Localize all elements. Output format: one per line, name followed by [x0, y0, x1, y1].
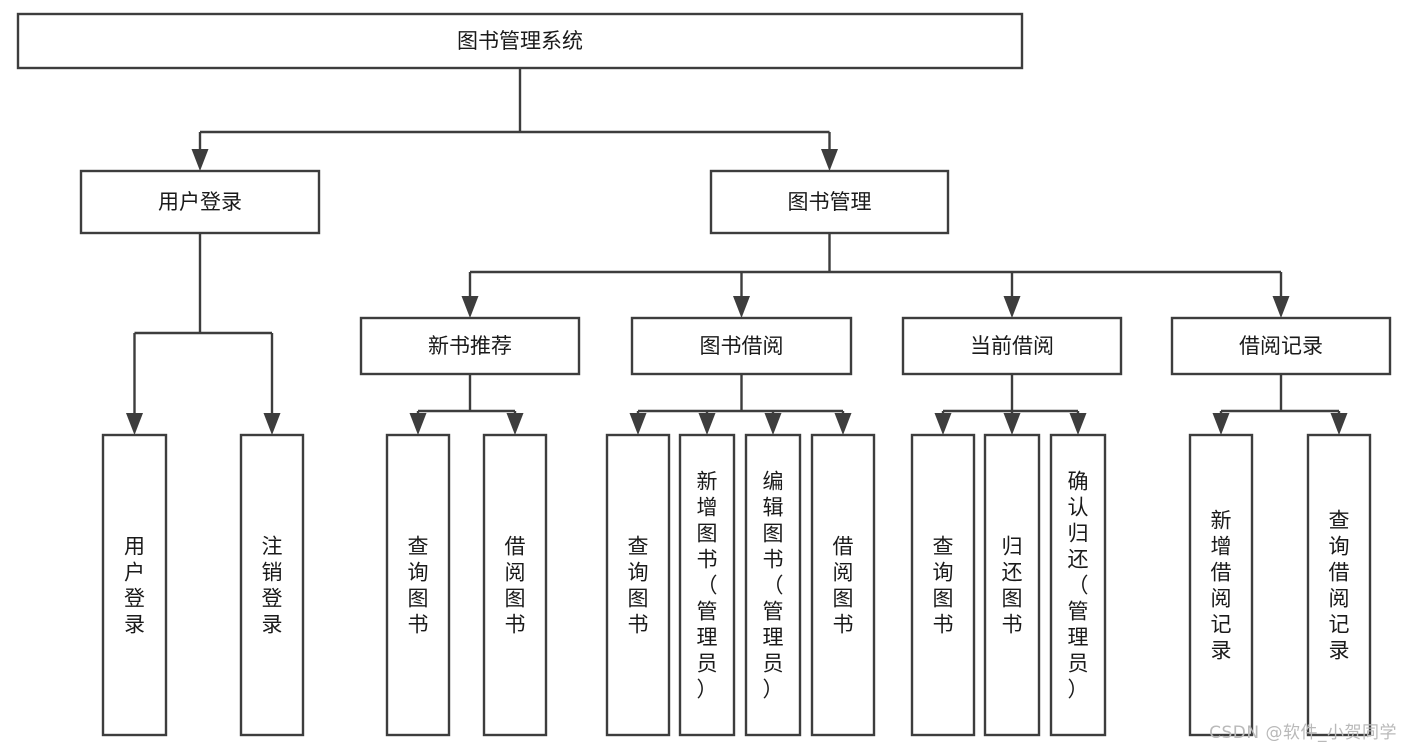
- leaf-node-1-label: 注销登录: [262, 534, 283, 636]
- user-login-branch-1-arrowhead: [263, 413, 281, 435]
- book-mgmt-branch-3-arrowhead: [1272, 296, 1290, 318]
- leaf-node-6[interactable]: 编辑图书（管理员）: [744, 433, 802, 737]
- leaf-node-4-box: [605, 433, 671, 737]
- l3-1-branch-1-arrowhead: [698, 413, 716, 435]
- leaf-node-11-box: [1188, 433, 1254, 737]
- leaf-node-6-label: 编辑图书（管理员）: [763, 469, 784, 701]
- root-branch-1-arrowhead: [821, 149, 838, 171]
- level3-node-1-label: 图书借阅: [700, 334, 784, 358]
- l3-1-branch-3-arrowhead: [834, 413, 852, 435]
- leaf-node-9-label: 归还图书: [1002, 534, 1023, 636]
- leaf-node-12-label: 查询借阅记录: [1329, 508, 1350, 662]
- leaf-node-7[interactable]: 借阅图书: [810, 433, 876, 737]
- leaf-node-3-label: 借阅图书: [505, 534, 526, 636]
- leaf-node-9-box: [983, 433, 1041, 737]
- leaf-node-12-box: [1306, 433, 1372, 737]
- leaf-node-7-label: 借阅图书: [833, 534, 854, 636]
- leaf-node-10[interactable]: 确认归还（管理员）: [1049, 433, 1107, 737]
- l3-0-branch-1-arrowhead: [506, 413, 524, 435]
- l3-0-branch-0-arrowhead: [409, 413, 427, 435]
- leaf-node-11[interactable]: 新增借阅记录: [1188, 433, 1254, 737]
- leaf-node-3-box: [482, 433, 548, 737]
- level2-node-0-box: [79, 169, 321, 235]
- leaf-node-6-box: [744, 433, 802, 737]
- connectors-layer: [126, 68, 1348, 435]
- leaf-node-0[interactable]: 用户登录: [101, 433, 168, 737]
- leaf-node-2[interactable]: 查询图书: [385, 433, 451, 737]
- leaf-node-7-box: [810, 433, 876, 737]
- level3-node-1[interactable]: 图书借阅: [630, 316, 853, 376]
- nodes-layer: 图书管理系统用户登录图书管理新书推荐图书借阅当前借阅借阅记录用户登录注销登录查询…: [16, 12, 1392, 737]
- level2-node-0[interactable]: 用户登录: [79, 169, 321, 235]
- l3-2-branch-0-arrowhead: [934, 413, 952, 435]
- leaf-node-2-box: [385, 433, 451, 737]
- l3-3-branch-0-arrowhead: [1212, 413, 1230, 435]
- leaf-node-8-label: 查询图书: [933, 534, 954, 636]
- leaf-node-8[interactable]: 查询图书: [910, 433, 976, 737]
- level3-node-1-box: [630, 316, 853, 376]
- leaf-node-2-label: 查询图书: [408, 534, 429, 636]
- leaf-node-5-label: 新增图书（管理员）: [697, 469, 718, 701]
- leaf-node-5[interactable]: 新增图书（管理员）: [678, 433, 736, 737]
- root-node-book-management-system-box: [16, 12, 1024, 70]
- level3-node-0[interactable]: 新书推荐: [359, 316, 581, 376]
- l3-2-branch-2-arrowhead: [1069, 413, 1087, 435]
- l3-1-branch-2-arrowhead: [764, 413, 782, 435]
- book-mgmt-branch-2-arrowhead: [1003, 296, 1021, 318]
- level3-node-2[interactable]: 当前借阅: [901, 316, 1123, 376]
- level2-node-1-label: 图书管理: [788, 190, 872, 214]
- leaf-node-4[interactable]: 查询图书: [605, 433, 671, 737]
- level3-node-3-box: [1170, 316, 1392, 376]
- leaf-node-8-box: [910, 433, 976, 737]
- root-node-book-management-system-label: 图书管理系统: [457, 29, 583, 53]
- book-mgmt-branch-0-arrowhead: [461, 296, 479, 318]
- level2-node-1[interactable]: 图书管理: [709, 169, 950, 235]
- leaf-node-0-label: 用户登录: [124, 534, 145, 636]
- root-branch-0-arrowhead: [191, 149, 209, 171]
- level3-node-3[interactable]: 借阅记录: [1170, 316, 1392, 376]
- level3-node-0-label: 新书推荐: [428, 334, 512, 358]
- level2-node-0-label: 用户登录: [158, 190, 242, 214]
- level3-node-3-label: 借阅记录: [1239, 334, 1323, 358]
- leaf-node-9[interactable]: 归还图书: [983, 433, 1041, 737]
- level3-node-0-box: [359, 316, 581, 376]
- leaf-node-1-box: [239, 433, 305, 737]
- l3-3-branch-1-arrowhead: [1330, 413, 1348, 435]
- level2-node-1-box: [709, 169, 950, 235]
- leaf-node-1[interactable]: 注销登录: [239, 433, 305, 737]
- leaf-node-12[interactable]: 查询借阅记录: [1306, 433, 1372, 737]
- l3-2-branch-1-arrowhead: [1003, 413, 1021, 435]
- book-mgmt-branch-1-arrowhead: [733, 296, 750, 318]
- leaf-node-11-label: 新增借阅记录: [1211, 508, 1232, 662]
- leaf-node-0-box: [101, 433, 168, 737]
- user-login-branch-0-arrowhead: [126, 413, 143, 435]
- leaf-node-5-box: [678, 433, 736, 737]
- leaf-node-10-box: [1049, 433, 1107, 737]
- csdn-watermark: CSDN @软件_小贺同学: [1209, 723, 1397, 743]
- l3-1-branch-0-arrowhead: [629, 413, 647, 435]
- level3-node-2-box: [901, 316, 1123, 376]
- leaf-node-3[interactable]: 借阅图书: [482, 433, 548, 737]
- root-node-book-management-system[interactable]: 图书管理系统: [16, 12, 1024, 70]
- leaf-node-10-label: 确认归还（管理员）: [1068, 469, 1089, 701]
- leaf-node-4-label: 查询图书: [628, 534, 649, 636]
- level3-node-2-label: 当前借阅: [970, 334, 1054, 358]
